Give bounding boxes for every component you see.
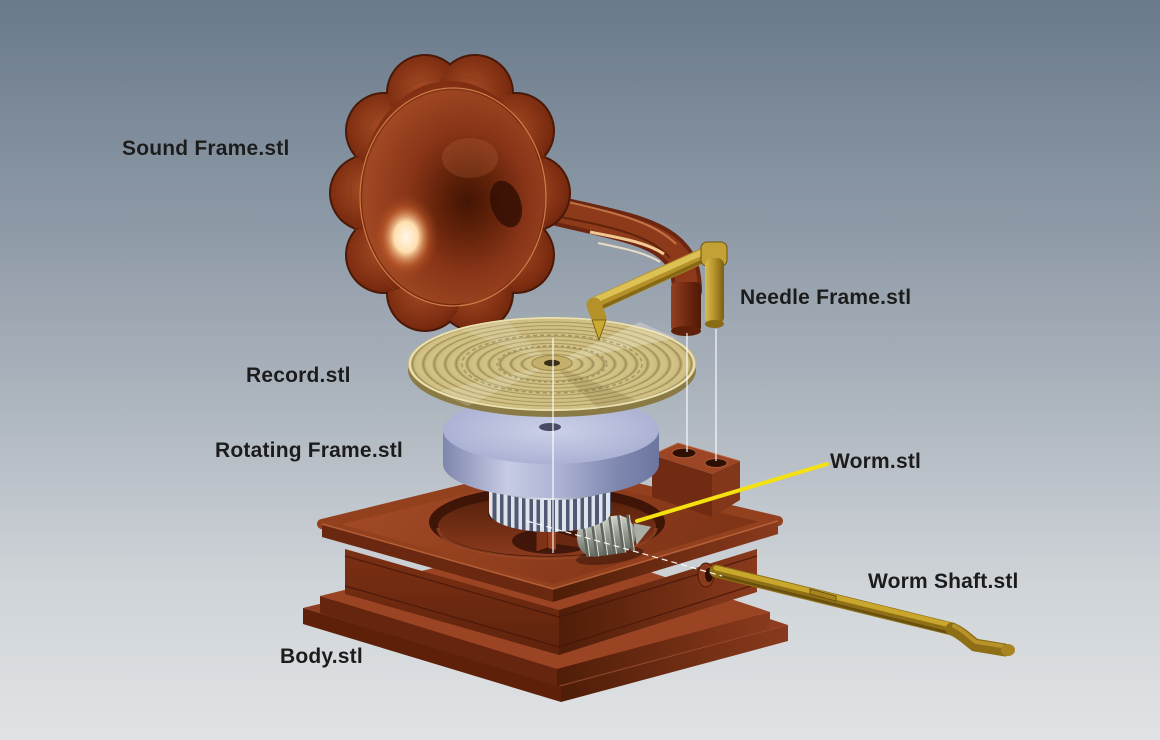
label-needle-frame: Needle Frame.stl bbox=[740, 286, 912, 309]
needle-post bbox=[705, 258, 724, 324]
body-base1-left bbox=[320, 596, 557, 686]
record-sheen3 bbox=[462, 320, 552, 364]
worm-ribs bbox=[581, 514, 634, 558]
record-groove-accent1 bbox=[461, 334, 643, 394]
label-worm-shaft: Worm Shaft.stl bbox=[868, 570, 1019, 593]
record-edge-highlight bbox=[409, 317, 695, 411]
needle-arm bbox=[586, 243, 721, 313]
alignment-lines bbox=[526, 329, 829, 577]
block-right bbox=[712, 461, 740, 517]
shaft-key-tab bbox=[809, 588, 837, 602]
horn-tube-shine1 bbox=[589, 230, 665, 256]
horn-outlet-post bbox=[671, 282, 701, 332]
worm-tip bbox=[633, 523, 652, 545]
needle-tip bbox=[591, 319, 607, 342]
horn-outlet-cap bbox=[671, 326, 701, 336]
body-plate-edge-highlight bbox=[321, 520, 779, 590]
body-plate-left bbox=[322, 524, 553, 602]
horn-tube-highlight bbox=[559, 199, 677, 245]
body-pivot-arm bbox=[556, 532, 584, 548]
label-rotating-frame: Rotating Frame.stl bbox=[215, 439, 403, 462]
label-record: Record.stl bbox=[246, 364, 351, 387]
body-base1-top bbox=[320, 539, 770, 669]
shaft-crank-cap bbox=[1001, 644, 1015, 656]
horn-throat bbox=[489, 180, 523, 228]
horn-rim-outer bbox=[350, 75, 550, 311]
record-center-hole bbox=[544, 359, 560, 367]
label-worm: Worm.stl bbox=[830, 450, 922, 473]
horn-highlight bbox=[372, 193, 440, 281]
record-groove-accent2 bbox=[496, 345, 608, 383]
needle-arm-highlight bbox=[590, 245, 715, 304]
rotating-frame-part[interactable] bbox=[443, 396, 659, 532]
sound-frame-part[interactable] bbox=[329, 54, 702, 336]
record-part[interactable] bbox=[408, 317, 696, 417]
needle-frame-part[interactable] bbox=[586, 241, 728, 342]
worm-rib-highlights bbox=[584, 514, 635, 557]
horn-tube-shine2 bbox=[597, 242, 661, 263]
body-mid-left bbox=[345, 549, 559, 655]
horn-soft-light bbox=[442, 138, 498, 178]
shaft-rod-shade bbox=[718, 574, 952, 635]
needle-elbow bbox=[586, 297, 607, 326]
worm-shaft-part[interactable] bbox=[697, 562, 1015, 657]
needle-post-cap bbox=[705, 320, 724, 328]
record-sheen2 bbox=[436, 364, 552, 406]
body-base2-right bbox=[561, 625, 788, 702]
body-seams bbox=[344, 555, 758, 648]
body-base2-left bbox=[303, 608, 561, 702]
body-recess-lip bbox=[436, 527, 658, 560]
label-body: Body.stl bbox=[280, 645, 363, 668]
shaft-crank bbox=[945, 622, 1012, 657]
record-shade-wedge bbox=[552, 364, 636, 410]
block-hole-left bbox=[671, 447, 697, 459]
body-plate-right bbox=[553, 521, 778, 602]
record-sheen1 bbox=[552, 322, 676, 364]
worm-leader-line bbox=[635, 462, 829, 523]
axis-line-worm-shaft bbox=[526, 520, 723, 577]
block-edge bbox=[651, 442, 741, 462]
drum-center-hole bbox=[539, 423, 561, 431]
horn-tube-rib bbox=[555, 215, 671, 259]
label-sound-frame: Sound Frame.stl bbox=[122, 137, 290, 160]
needle-arm-shade bbox=[594, 254, 716, 312]
body-base1-right bbox=[557, 612, 770, 686]
shaft-crank-highlight bbox=[952, 624, 1004, 648]
horn-rim bbox=[359, 87, 547, 307]
